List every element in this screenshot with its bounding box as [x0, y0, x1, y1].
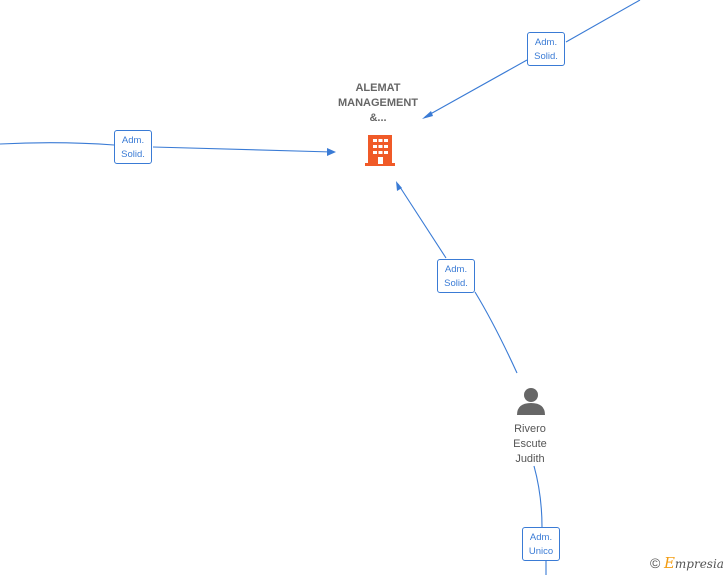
- edge-left: [0, 142, 333, 153]
- brand-initial: E: [663, 554, 675, 572]
- brand-name: mpresia: [674, 557, 724, 571]
- person-name-line: Escute: [513, 438, 547, 450]
- copyright-symbol: ©: [650, 555, 661, 571]
- edge-person-to-company-arrowhead: [396, 181, 402, 191]
- person-name-line: Judith: [515, 453, 545, 465]
- edge-top-right: [424, 0, 641, 118]
- building-icon[interactable]: [365, 134, 395, 166]
- company-name-line: &...: [369, 112, 387, 124]
- edge-bottom: [533, 465, 547, 575]
- edge-label-line: Solid.: [534, 51, 558, 62]
- person-name-line: Rivero: [514, 423, 546, 435]
- edge-label-line: Solid.: [444, 278, 468, 289]
- edge-label-line: Adm.: [534, 37, 558, 48]
- company-name[interactable]: ALEMAT MANAGEMENT &...: [326, 81, 430, 126]
- edge-left-arrowhead: [327, 148, 336, 156]
- company-name-line: MANAGEMENT: [337, 97, 419, 109]
- edge-person-to-company: [397, 183, 518, 374]
- edge-label-line: Adm.: [121, 135, 145, 146]
- edge-label-line: Solid.: [121, 149, 145, 160]
- company-name-line: ALEMAT: [355, 82, 401, 94]
- edge-label-left[interactable]: Adm. Solid.: [114, 130, 152, 164]
- person-icon[interactable]: [516, 387, 546, 415]
- person-name[interactable]: Rivero Escute Judith: [490, 422, 570, 467]
- edge-top-right-arrowhead: [422, 111, 433, 119]
- edge-label-line: Adm.: [444, 264, 468, 275]
- edge-label-line: Unico: [528, 546, 554, 557]
- edge-label-line: Adm.: [529, 532, 553, 543]
- edge-label-person-to-company[interactable]: Adm. Solid.: [437, 259, 475, 293]
- edge-label-bottom[interactable]: Adm. Unico: [522, 527, 560, 561]
- empresia-watermark: © Empresia: [650, 554, 724, 572]
- edge-label-top-right[interactable]: Adm. Solid.: [527, 32, 565, 66]
